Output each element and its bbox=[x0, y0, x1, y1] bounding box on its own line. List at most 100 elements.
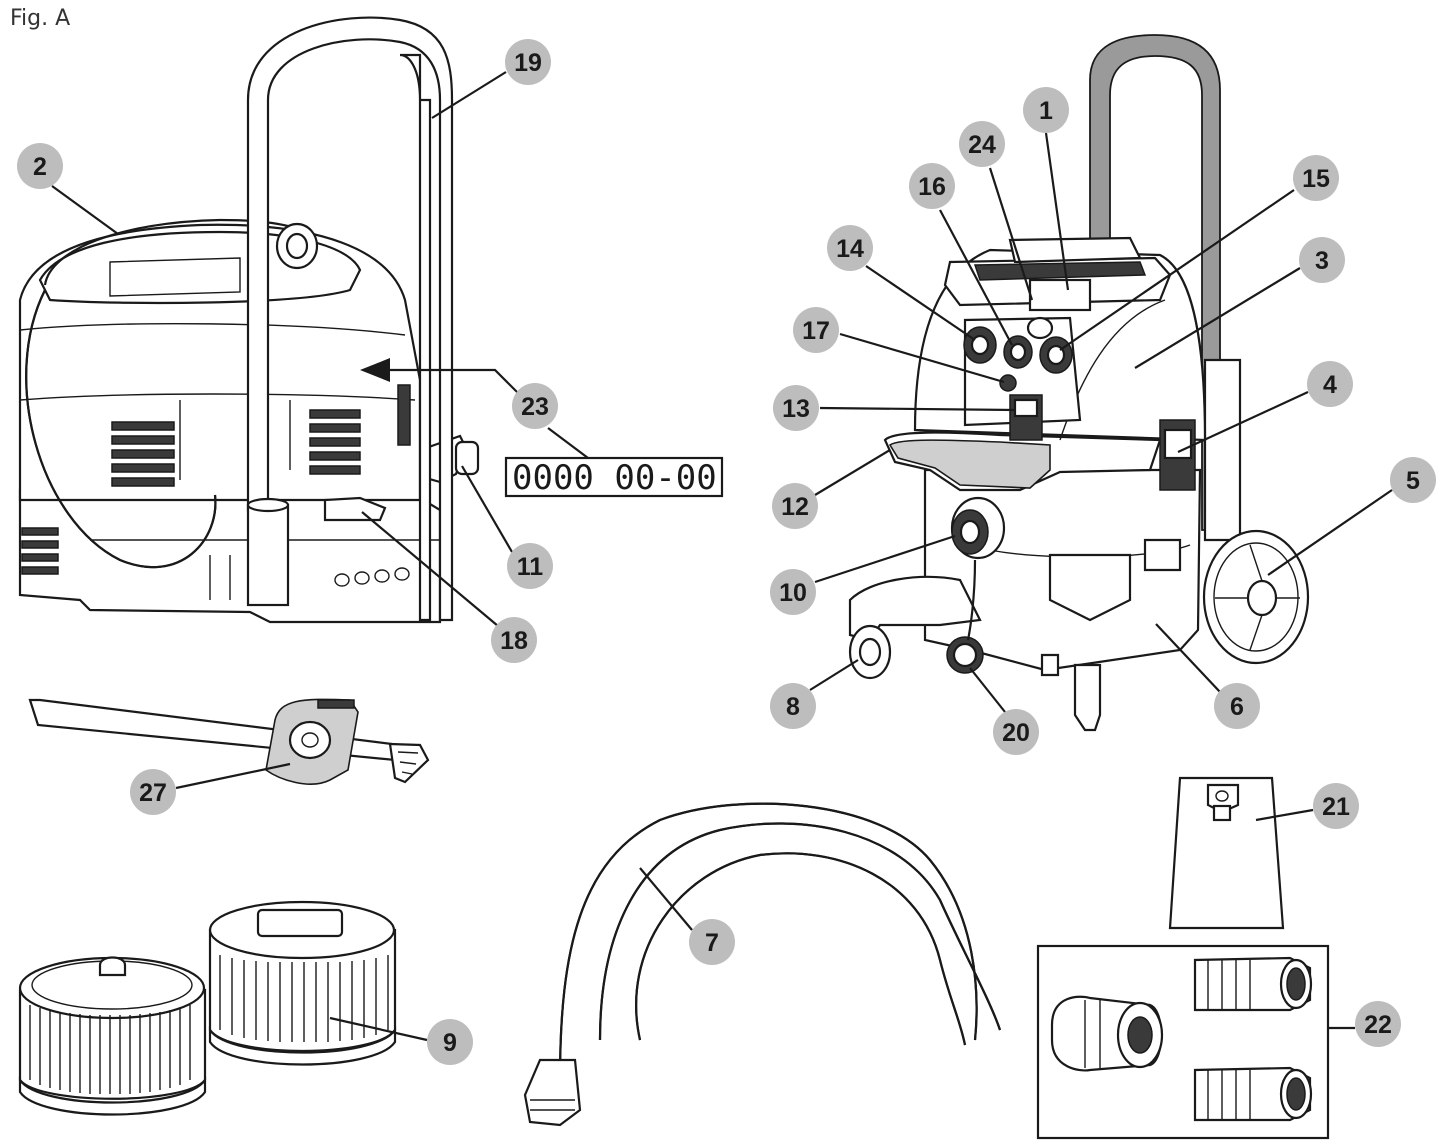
leader-15 bbox=[1059, 189, 1295, 351]
leader-3 bbox=[1134, 267, 1301, 369]
leader-23 bbox=[547, 427, 589, 459]
callout-number: 3 bbox=[1315, 247, 1329, 275]
callout-3: 3 bbox=[1299, 237, 1345, 283]
callout-20: 20 bbox=[993, 709, 1039, 755]
leader-5 bbox=[1267, 489, 1393, 576]
leader-21 bbox=[1255, 808, 1314, 822]
leader-lines bbox=[51, 71, 1393, 1042]
callout-number: 16 bbox=[918, 173, 946, 201]
leader-10 bbox=[814, 534, 956, 584]
callout-circle bbox=[1307, 361, 1353, 407]
serial-code: 0000 00-00 bbox=[512, 458, 717, 498]
rear-vent-left bbox=[111, 421, 175, 487]
callout-circle bbox=[772, 483, 818, 529]
callout-circle bbox=[1355, 1001, 1401, 1047]
callout-number: 6 bbox=[1230, 693, 1244, 721]
callout-circle bbox=[770, 569, 816, 615]
callout-number: 13 bbox=[782, 395, 810, 423]
leader-14 bbox=[865, 265, 976, 341]
callout-number: 23 bbox=[521, 393, 549, 421]
foot-holes bbox=[334, 567, 410, 587]
callout-number: 12 bbox=[781, 493, 809, 521]
callout-12: 12 bbox=[772, 483, 818, 529]
leader-19 bbox=[431, 71, 507, 119]
callout-number: 8 bbox=[786, 693, 800, 721]
leader-8 bbox=[809, 659, 859, 691]
callout-badges: 1234567891011121314151617181920212223242… bbox=[17, 39, 1436, 1065]
callout-21: 21 bbox=[1313, 783, 1359, 829]
callout-17: 17 bbox=[793, 307, 839, 353]
callout-number: 24 bbox=[968, 131, 996, 159]
leader-27 bbox=[175, 762, 291, 790]
leader-16 bbox=[939, 209, 1013, 346]
figure-label: Fig. A bbox=[10, 6, 71, 31]
callout-8: 8 bbox=[770, 683, 816, 729]
callout-7: 7 bbox=[689, 919, 735, 965]
suction-hose-illustration bbox=[523, 802, 1002, 1127]
rear-wheel bbox=[1202, 529, 1310, 665]
callout-number: 18 bbox=[500, 627, 528, 655]
callout-circle bbox=[512, 383, 558, 429]
callout-13: 13 bbox=[773, 385, 819, 431]
callout-circle bbox=[993, 709, 1039, 755]
callout-9: 9 bbox=[427, 1019, 473, 1065]
callout-11: 11 bbox=[507, 543, 553, 589]
cartridge-filters-illustration bbox=[18, 900, 397, 1116]
right-filter-pleats bbox=[219, 955, 389, 1042]
callout-circle bbox=[959, 121, 1005, 167]
callout-number: 17 bbox=[802, 317, 830, 345]
callout-number: 7 bbox=[705, 929, 719, 957]
callout-number: 2 bbox=[33, 153, 47, 181]
callout-circle bbox=[1293, 155, 1339, 201]
leader-7 bbox=[639, 867, 693, 931]
leader-11 bbox=[461, 465, 513, 553]
callout-number: 21 bbox=[1322, 793, 1350, 821]
leader-12 bbox=[814, 449, 891, 496]
callout-number: 4 bbox=[1323, 371, 1337, 399]
callout-number: 5 bbox=[1406, 467, 1420, 495]
callout-22: 22 bbox=[1355, 1001, 1401, 1047]
callout-4: 4 bbox=[1307, 361, 1353, 407]
serial-plate: 0000 00-00 bbox=[504, 456, 724, 498]
callout-number: 11 bbox=[517, 553, 544, 581]
callout-number: 15 bbox=[1302, 165, 1330, 193]
left-filter-pleats bbox=[29, 1005, 191, 1094]
callout-5: 5 bbox=[1390, 457, 1436, 503]
dust-bag-illustration bbox=[1168, 776, 1285, 930]
callout-circle bbox=[793, 307, 839, 353]
callout-number: 14 bbox=[836, 235, 864, 263]
callout-10: 10 bbox=[770, 569, 816, 615]
callout-2: 2 bbox=[17, 143, 63, 189]
leader-9 bbox=[329, 1016, 428, 1042]
callout-circle bbox=[1299, 237, 1345, 283]
leader-6 bbox=[1155, 623, 1221, 693]
filter-bag-illustration bbox=[28, 698, 430, 785]
callout-18: 18 bbox=[491, 617, 537, 663]
callout-number: 10 bbox=[779, 579, 807, 607]
leader-4 bbox=[1177, 391, 1309, 453]
callout-number: 1 bbox=[1039, 97, 1053, 125]
callout-circle bbox=[505, 39, 551, 85]
callout-circle bbox=[491, 617, 537, 663]
callout-23: 23 bbox=[512, 383, 558, 429]
callout-15: 15 bbox=[1293, 155, 1339, 201]
leader-20 bbox=[969, 667, 1006, 713]
callout-circle bbox=[1023, 87, 1069, 133]
callout-1: 1 bbox=[1023, 87, 1069, 133]
adapter-set-illustration bbox=[1036, 944, 1330, 1140]
callout-24: 24 bbox=[959, 121, 1005, 167]
callout-number: 19 bbox=[514, 49, 542, 77]
leader-18 bbox=[361, 511, 499, 627]
callout-circle bbox=[130, 769, 176, 815]
rear-vent-right bbox=[309, 409, 361, 475]
callout-number: 9 bbox=[443, 1029, 457, 1057]
callout-number: 27 bbox=[139, 779, 167, 807]
callout-circle bbox=[770, 683, 816, 729]
callout-circle bbox=[507, 543, 553, 589]
leader-13 bbox=[819, 406, 1016, 412]
callout-27: 27 bbox=[130, 769, 176, 815]
leader-24 bbox=[988, 167, 1034, 301]
callout-circle bbox=[773, 385, 819, 431]
callout-circle bbox=[17, 143, 63, 189]
